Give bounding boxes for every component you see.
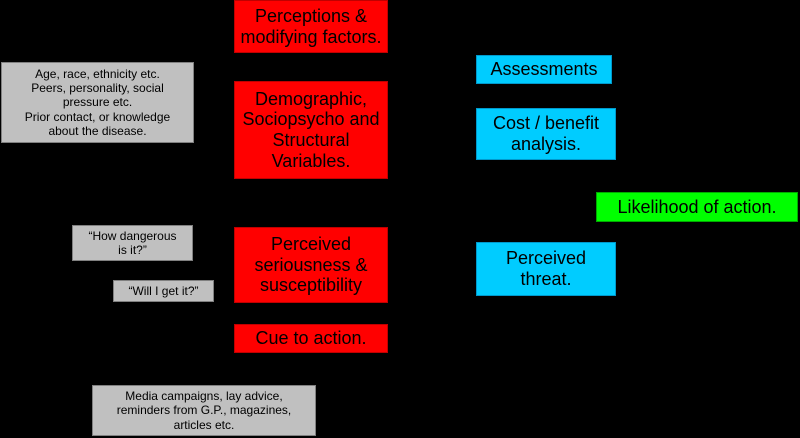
will-i-get-it-text: “Will I get it?” — [128, 283, 199, 298]
seriousness-box: Perceived seriousness & susceptibility — [234, 227, 388, 303]
assessments-box: Assessments — [476, 55, 612, 84]
cost-benefit-box: Cost / benefit analysis. — [476, 108, 616, 160]
cue-box: Cue to action. — [234, 324, 388, 353]
how-dangerous-note: “How dangerous is it?” — [72, 225, 193, 261]
threat-box: Perceived threat. — [476, 242, 616, 296]
how-dangerous-text: “How dangerous is it?” — [88, 228, 177, 257]
will-i-get-it-note: “Will I get it?” — [113, 280, 214, 302]
likelihood-box: Likelihood of action. — [596, 192, 798, 222]
threat-label: Perceived threat. — [505, 248, 587, 289]
demographic-box: Demographic, Sociopsycho and Structural … — [234, 81, 388, 179]
assessments-label: Assessments — [490, 59, 598, 80]
cue-examples-text: Media campaigns, lay advice, reminders f… — [116, 388, 292, 432]
cue-label: Cue to action. — [255, 328, 367, 349]
perceptions-label: Perceptions & modifying factors. — [240, 5, 382, 47]
perceptions-box: Perceptions & modifying factors. — [234, 0, 388, 53]
demographic-examples-note: Age, race, ethnicity etc. Peers, persona… — [1, 62, 194, 143]
likelihood-label: Likelihood of action. — [617, 196, 777, 217]
demographic-examples-text: Age, race, ethnicity etc. Peers, persona… — [24, 66, 171, 139]
seriousness-label: Perceived seriousness & susceptibility — [254, 233, 368, 296]
cost-benefit-label: Cost / benefit analysis. — [492, 113, 600, 154]
cue-examples-note: Media campaigns, lay advice, reminders f… — [92, 385, 316, 436]
demographic-label: Demographic, Sociopsycho and Structural … — [242, 88, 380, 171]
